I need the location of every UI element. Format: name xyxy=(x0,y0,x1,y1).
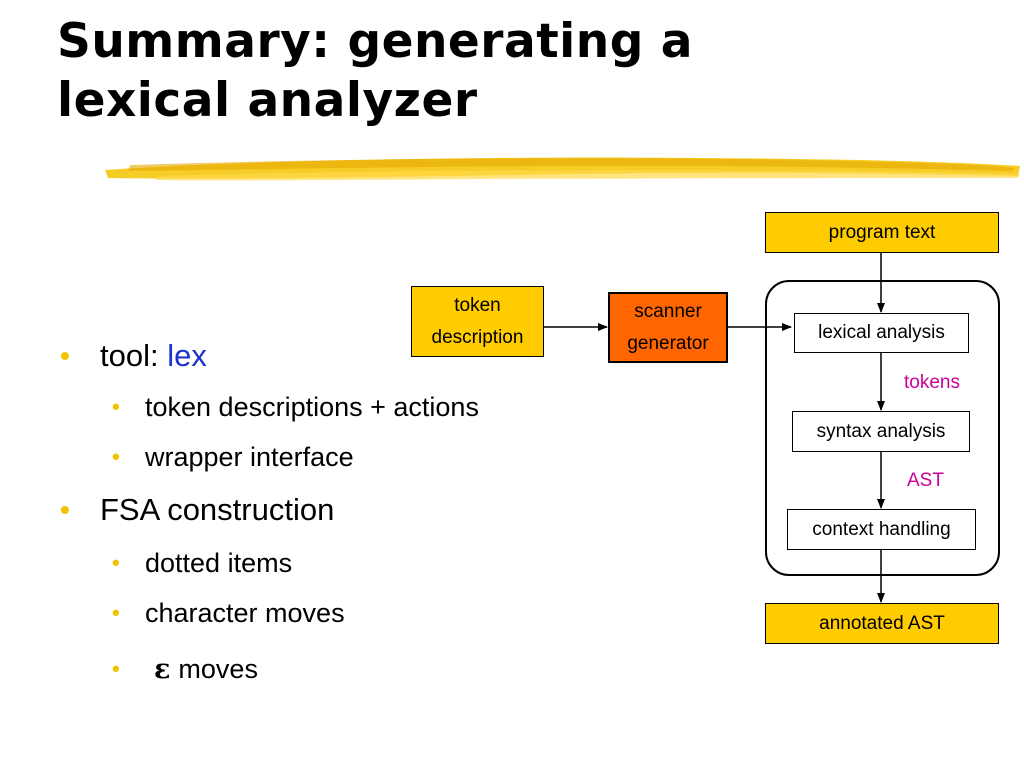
sub-bullet-wrapper-interface: • wrapper interface xyxy=(60,440,620,474)
bullet-marker: • xyxy=(60,494,70,525)
lexical-analysis-node: lexical analysis xyxy=(794,313,969,353)
token-description-line-2: description xyxy=(431,326,524,348)
sub-bullet-marker: • xyxy=(112,394,120,419)
lexical-analysis-label: lexical analysis xyxy=(818,322,945,343)
page-title-line-1: Summary: generating a xyxy=(57,14,693,69)
sub-bullet-character-moves: • character moves xyxy=(60,596,620,630)
syntax-analysis-node: syntax analysis xyxy=(792,411,970,452)
sub-bullet-token-descriptions-text: token descriptions + actions xyxy=(145,392,479,422)
scanner-generator-line-1: scanner xyxy=(634,300,702,322)
syntax-analysis-label: syntax analysis xyxy=(816,420,946,442)
sub-bullet-marker: • xyxy=(112,550,120,575)
page-title-line-2: lexical analyzer xyxy=(57,73,478,128)
scanner-generator-line-2: generator xyxy=(627,332,709,354)
annotated-ast-label: annotated AST xyxy=(819,612,945,634)
bullet-marker: • xyxy=(60,340,70,371)
sub-bullet-wrapper-interface-text: wrapper interface xyxy=(145,442,354,472)
token-description-line-1: token xyxy=(454,294,501,316)
sub-bullet-token-descriptions: • token descriptions + actions xyxy=(60,390,620,424)
annotated-ast-node: annotated AST xyxy=(765,603,999,644)
page-title: Summary: generating a lexical analyzer xyxy=(57,12,957,130)
program-text-label: program text xyxy=(828,221,936,243)
context-handling-node: context handling xyxy=(787,509,976,550)
token-description-node: token description xyxy=(411,286,544,357)
sub-bullet-marker: • xyxy=(112,444,120,469)
sub-bullet-epsilon-moves-text: moves xyxy=(178,654,258,684)
sub-bullet-marker: • xyxy=(112,600,120,625)
context-handling-label: context handling xyxy=(812,518,951,540)
bullet-list: • tool: lex • token descriptions + actio… xyxy=(60,336,620,686)
program-text-node: program text xyxy=(765,212,999,253)
sub-bullet-dotted-items: • dotted items xyxy=(60,546,620,580)
bullet-tool-name: lex xyxy=(167,338,207,373)
title-underline-highlight xyxy=(105,157,1020,181)
scanner-generator-node: scanner generator xyxy=(608,292,728,363)
bullet-tool-prefix: tool: xyxy=(100,338,168,373)
sub-bullet-marker: • xyxy=(112,656,120,681)
bullet-fsa-construction-text: FSA construction xyxy=(100,492,335,527)
sub-bullet-dotted-items-text: dotted items xyxy=(145,548,293,578)
analysis-pipeline-container xyxy=(765,280,1000,576)
ast-edge-label: AST xyxy=(907,470,944,491)
bullet-tool: • tool: lex xyxy=(60,336,620,376)
tokens-edge-label: tokens xyxy=(904,372,960,393)
bullet-fsa-construction: • FSA construction xyxy=(60,490,620,530)
sub-bullet-character-moves-text: character moves xyxy=(145,598,345,628)
epsilon-symbol: ε xyxy=(154,654,171,685)
